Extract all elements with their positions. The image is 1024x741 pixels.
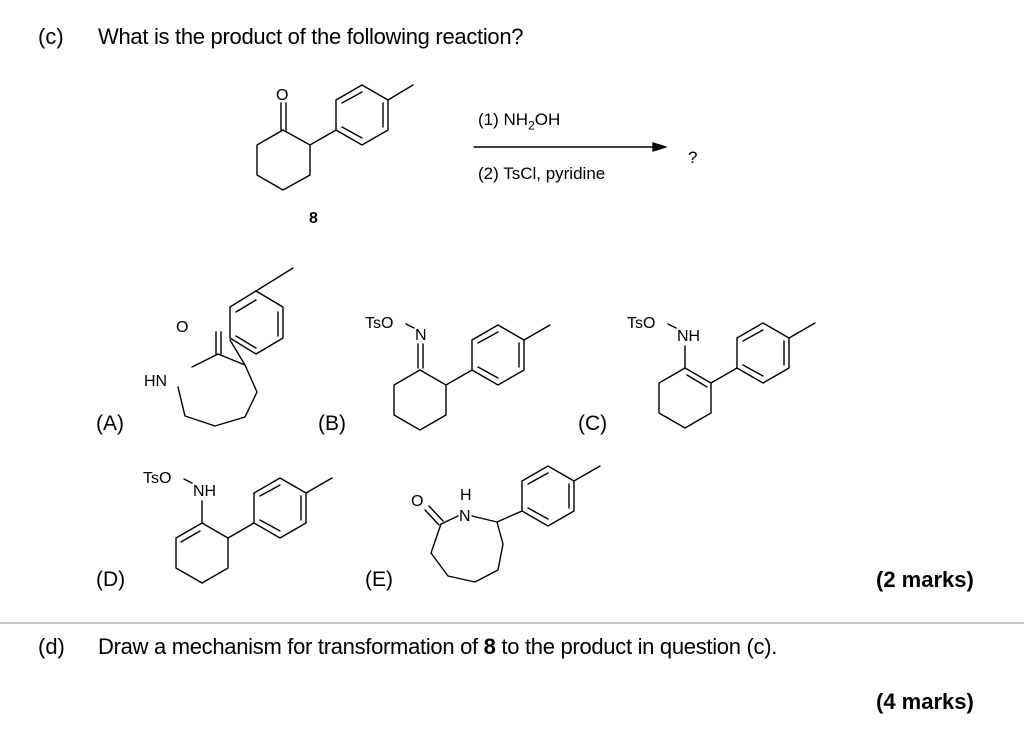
- option-a-label[interactable]: (A): [96, 412, 124, 435]
- reagent-step-2: (2) TsCl, pyridine: [478, 164, 606, 183]
- oxygen-atom: O: [176, 319, 188, 336]
- option-b-label[interactable]: (B): [318, 412, 346, 435]
- question-d-marks: (4 marks): [876, 689, 974, 714]
- question-c-text: What is the product of the following rea…: [98, 24, 524, 49]
- reagent-step-1: (1) NH2OH: [478, 110, 561, 133]
- option-e-structure[interactable]: O H N: [405, 458, 615, 598]
- option-d-structure[interactable]: TsO NH: [140, 455, 350, 595]
- tso-group: TsO: [365, 315, 393, 332]
- section-divider: [0, 622, 1024, 624]
- oxygen-atom: O: [411, 493, 423, 510]
- option-d-label[interactable]: (D): [96, 568, 126, 591]
- compound-ref-8: 8: [483, 634, 496, 659]
- question-c-label: (c): [38, 24, 64, 49]
- tso-group: TsO: [143, 470, 171, 487]
- nh-atom: NH: [193, 483, 216, 500]
- unknown-product: ?: [688, 148, 698, 167]
- option-a-structure[interactable]: O HN: [140, 262, 310, 432]
- option-c-label[interactable]: (C): [578, 412, 608, 435]
- starting-material-structure: O: [256, 84, 414, 191]
- nitrogen-atom: N: [459, 508, 471, 525]
- nitrogen-atom: N: [415, 327, 427, 344]
- nh-atom: NH: [677, 328, 700, 345]
- compound-number-8: 8: [309, 210, 318, 227]
- option-c-structure[interactable]: TsO NH: [625, 300, 835, 440]
- question-d-text: Draw a mechanism for transformation of 8…: [98, 634, 778, 659]
- question-c-marks: (2 marks): [876, 567, 974, 592]
- hydrogen-atom: H: [460, 487, 472, 504]
- oxygen-atom: O: [276, 87, 288, 104]
- option-b-structure[interactable]: TsO N: [360, 300, 570, 440]
- reaction-arrow: [473, 142, 667, 152]
- option-e-label[interactable]: (E): [365, 568, 393, 591]
- question-d-label: (d): [38, 634, 65, 659]
- nh-atom: HN: [144, 373, 167, 390]
- tso-group: TsO: [627, 315, 655, 332]
